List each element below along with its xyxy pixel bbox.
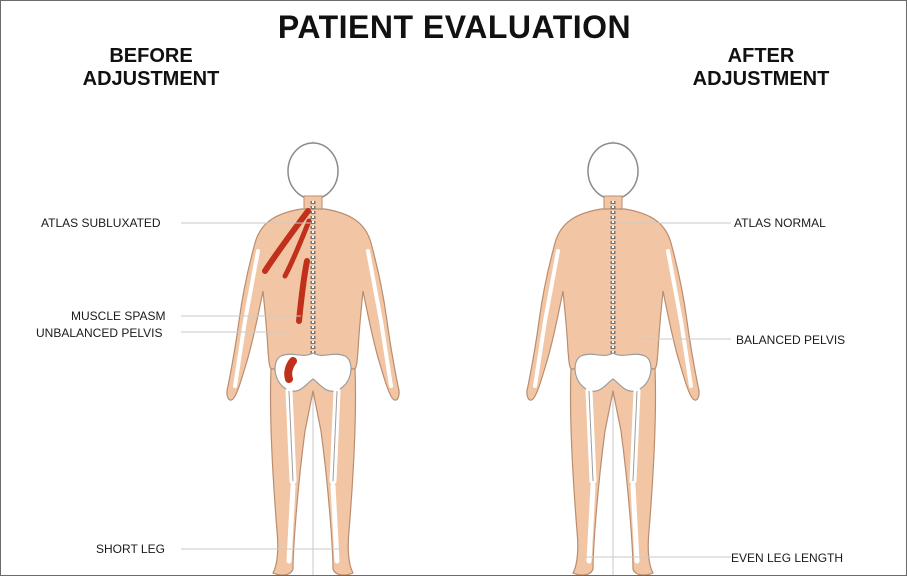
label-even-leg-length: EVEN LEG LENGTH — [731, 551, 843, 565]
label-balanced-pelvis: BALANCED PELVIS — [736, 333, 845, 347]
label-unbalanced-pelvis: UNBALANCED PELVIS — [36, 326, 163, 340]
label-atlas-normal: ATLAS NORMAL — [734, 216, 826, 230]
before-figure — [227, 141, 399, 576]
label-short-leg: SHORT LEG — [96, 542, 165, 556]
after-figure — [527, 141, 699, 576]
label-atlas-subluxated: ATLAS SUBLUXATED — [41, 216, 161, 230]
label-muscle-spasm: MUSCLE SPASM — [71, 309, 165, 323]
